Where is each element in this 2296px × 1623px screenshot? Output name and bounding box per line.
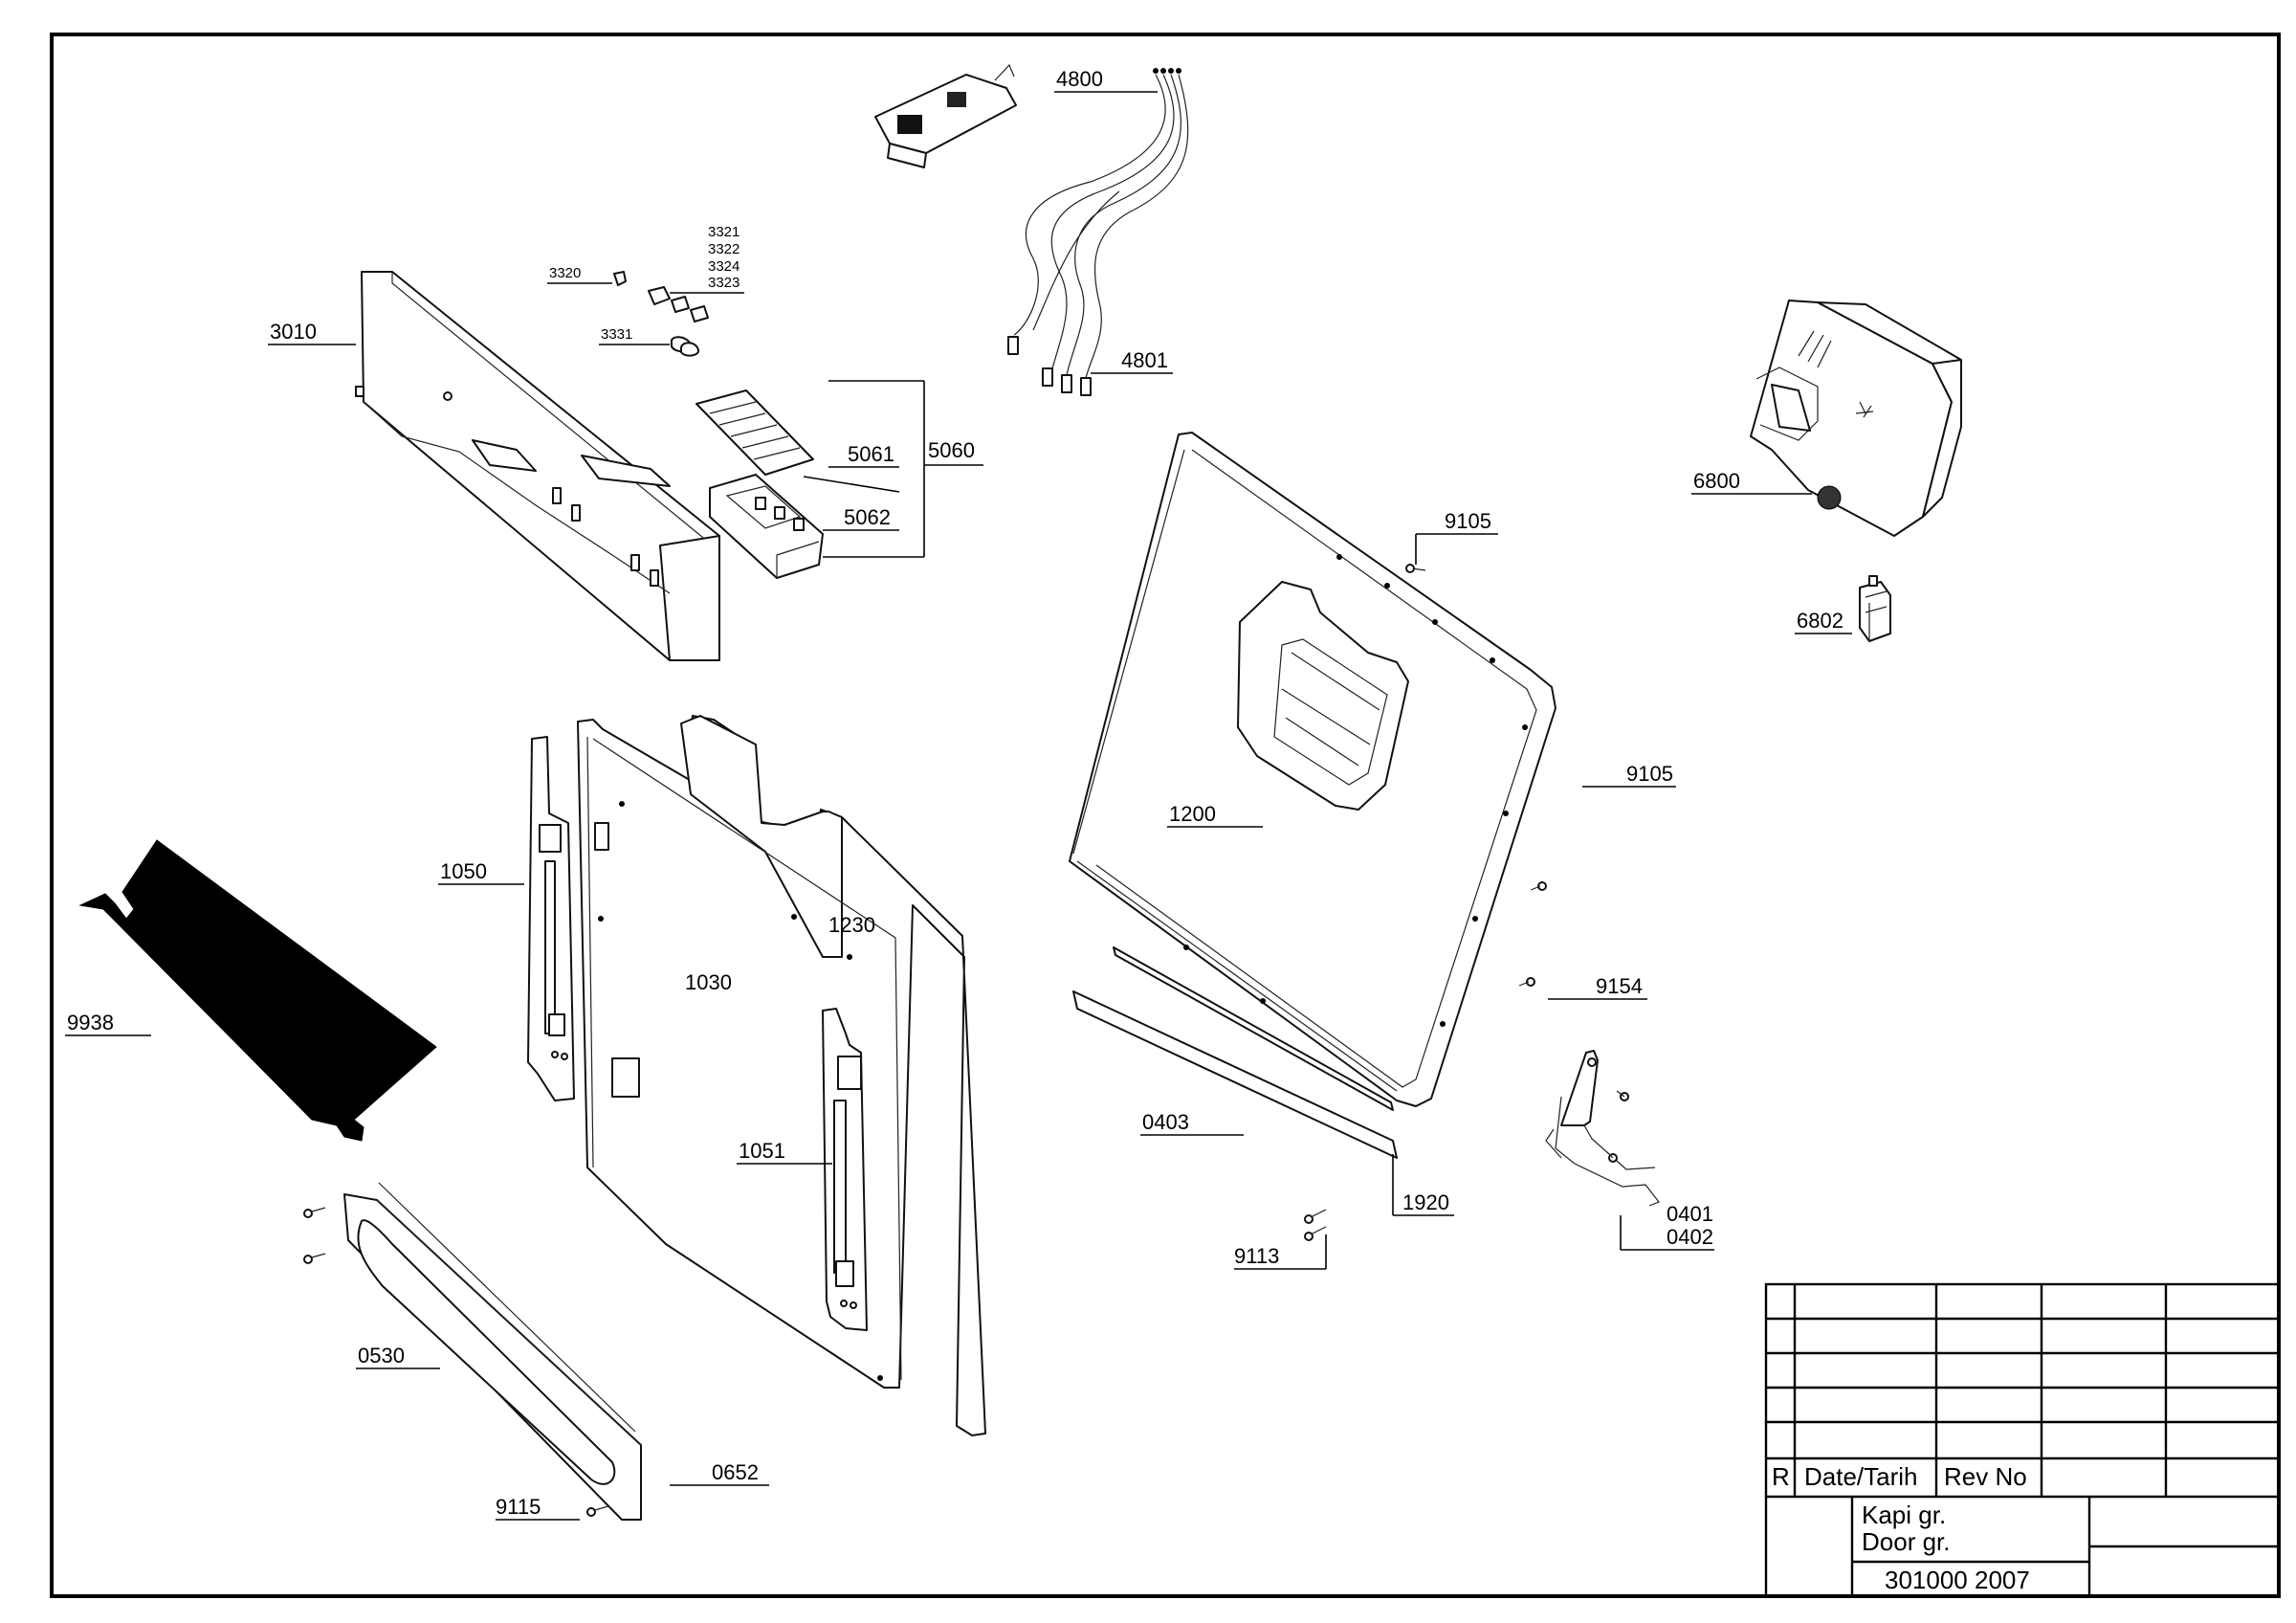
title-block-title-tr: Kapi gr. (1862, 1501, 1946, 1529)
label-4801: 4801 (1121, 348, 1168, 372)
screw-9105-top (1405, 564, 1426, 573)
label-5062: 5062 (844, 505, 891, 529)
screw-9115 (586, 1505, 609, 1517)
label-1230: 1230 (828, 913, 875, 937)
part-1920-strip (1113, 946, 1394, 1111)
label-5061: 5061 (848, 442, 894, 466)
label-0402: 0402 (1667, 1225, 1713, 1249)
part-1030-outer-door (577, 715, 986, 1436)
screw-9113 (1304, 1209, 1327, 1241)
part-1050-rail (527, 736, 575, 1101)
screw-0530-left (303, 1207, 326, 1264)
screw-9154 (1518, 881, 1547, 987)
label-3331: 3331 (601, 326, 632, 343)
label-3322: 3322 (708, 241, 740, 257)
label-3321: 3321 (708, 224, 740, 240)
label-0401: 0401 (1667, 1202, 1713, 1226)
part-3010-control-panel (355, 271, 720, 661)
label-1051: 1051 (739, 1139, 785, 1163)
label-1200: 1200 (1169, 802, 1216, 826)
label-1920: 1920 (1402, 1190, 1449, 1214)
label-3323: 3323 (708, 275, 740, 291)
part-0401-0402-hinge (1545, 1050, 1660, 1207)
part-1051-rail (822, 1008, 868, 1331)
label-3320: 3320 (549, 265, 581, 281)
label-5060: 5060 (928, 438, 975, 462)
title-block-col-rev: Rev No (1944, 1462, 2027, 1491)
label-3324: 3324 (708, 258, 740, 275)
label-1030: 1030 (685, 970, 732, 994)
label-9105-top: 9105 (1445, 509, 1491, 533)
label-0403: 0403 (1142, 1110, 1189, 1134)
title-block-col-r: R (1772, 1462, 1790, 1491)
label-0530: 0530 (358, 1344, 405, 1367)
part-1200-inner-door (1069, 432, 1556, 1107)
part-5061-pcb (695, 389, 814, 476)
part-0530-kick-plate (343, 1182, 642, 1521)
part-6800-dispenser (1750, 300, 1962, 537)
part-4800-harness (874, 63, 1189, 396)
label-9154: 9154 (1596, 974, 1643, 998)
title-block-col-date: Date/Tarih (1804, 1462, 1918, 1491)
label-9105-right: 9105 (1626, 762, 1673, 786)
label-9115: 9115 (496, 1495, 541, 1519)
label-4800: 4800 (1056, 67, 1103, 91)
label-3010: 3010 (270, 320, 317, 344)
part-5062-pcb (709, 474, 824, 579)
part-9938-insulation (78, 839, 437, 1142)
part-6802-component (1859, 575, 1891, 642)
label-1050: 1050 (440, 859, 487, 883)
label-9938: 9938 (67, 1011, 114, 1034)
title-block-drawing-no: 301000 2007 (1885, 1566, 2030, 1594)
label-9113: 9113 (1234, 1244, 1279, 1268)
title-block-title-en: Door gr. (1862, 1527, 1951, 1556)
title-block (1764, 1282, 2281, 1598)
part-buttons-3320-3331 (613, 271, 709, 357)
label-6802: 6802 (1797, 609, 1843, 633)
part-0403-strip (1072, 990, 1398, 1159)
label-0652: 0652 (712, 1460, 759, 1484)
drawing-border (50, 33, 2281, 1598)
label-6800: 6800 (1693, 469, 1740, 493)
